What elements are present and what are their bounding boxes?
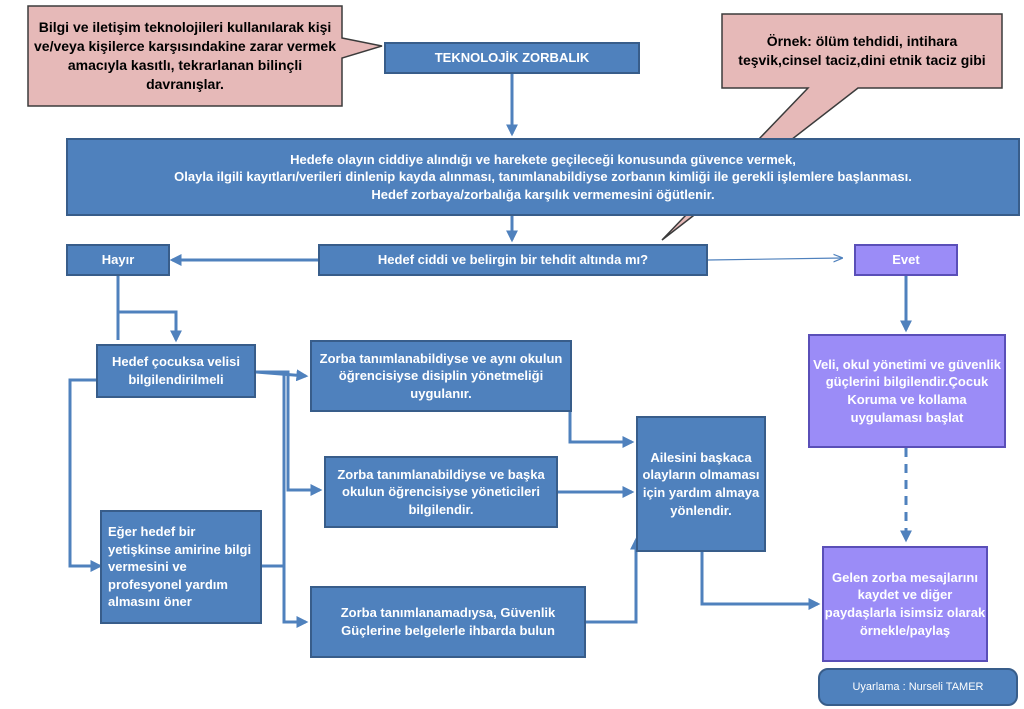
title-box: TEKNOLOJİK ZORBALIK	[384, 42, 640, 74]
definition-callout: Bilgi ve iletişim teknolojileri kullanıl…	[34, 8, 336, 104]
family-help-box: Ailesini başkaca olayların olmaması için…	[636, 416, 766, 552]
yes-action-text: Veli, okul yönetimi ve güvenlik güçlerin…	[813, 356, 1001, 425]
yes-label: Evet	[892, 252, 920, 268]
save-messages-box: Gelen zorba mesajlarını kaydet ve diğer …	[822, 546, 988, 662]
examples-text: Örnek: ölüm tehdidi, intihara teşvik,cin…	[738, 33, 986, 68]
unidentified-box: Zorba tanımlanamadıysa, Güvenlik Güçleri…	[310, 586, 586, 658]
examples-callout: Örnek: ölüm tehdidi, intihara teşvik,cin…	[728, 16, 996, 86]
author-credit: Uyarlama : Nurseli TAMER	[818, 668, 1018, 706]
save-messages-text: Gelen zorba mesajlarını kaydet ve diğer …	[824, 569, 986, 638]
child-target-box: Hedef çocuksa velisi bilgilendirilmeli	[96, 344, 256, 398]
unidentified-text: Zorba tanımlanamadıysa, Güvenlik Güçleri…	[340, 605, 556, 638]
main-line-2: Olayla ilgili kayıtları/verileri dinleni…	[174, 169, 912, 185]
child-target-text: Hedef çocuksa velisi bilgilendirilmeli	[112, 354, 240, 387]
yes-action-box: Veli, okul yönetimi ve güvenlik güçlerin…	[808, 334, 1006, 448]
no-label: Hayır	[101, 252, 135, 268]
yes-box: Evet	[854, 244, 958, 276]
main-line-3: Hedef zorbaya/zorbalığa karşılık vermeme…	[371, 186, 715, 202]
callout-left-shape	[27, 5, 383, 107]
question-text: Hedef ciddi ve belirgin bir tehdit altın…	[377, 252, 649, 268]
same-school-text: Zorba tanımlanabildiyse ve aynı okulun ö…	[319, 350, 563, 401]
main-procedure-box: Hedefe olayın ciddiye alındığı ve hareke…	[66, 138, 1020, 216]
question-box: Hedef ciddi ve belirgin bir tehdit altın…	[318, 244, 708, 276]
other-school-text: Zorba tanımlanabildiyse ve başka okulun …	[337, 466, 545, 517]
family-help-text: Ailesini başkaca olayların olmaması için…	[642, 449, 760, 518]
other-school-box: Zorba tanımlanabildiyse ve başka okulun …	[324, 456, 558, 528]
author-credit-text: Uyarlama : Nurseli TAMER	[852, 681, 984, 693]
same-school-box: Zorba tanımlanabildiyse ve aynı okulun ö…	[310, 340, 572, 412]
title-text: TEKNOLOJİK ZORBALIK	[434, 50, 590, 66]
no-box: Hayır	[66, 244, 170, 276]
adult-target-box: Eğer hedef bir yetişkinse amirine bilgi …	[100, 510, 262, 624]
main-line-1: Hedefe olayın ciddiye alındığı ve hareke…	[290, 151, 796, 167]
definition-text: Bilgi ve iletişim teknolojileri kullanıl…	[34, 19, 336, 92]
adult-target-text: Eğer hedef bir yetişkinse amirine bilgi …	[108, 524, 252, 610]
